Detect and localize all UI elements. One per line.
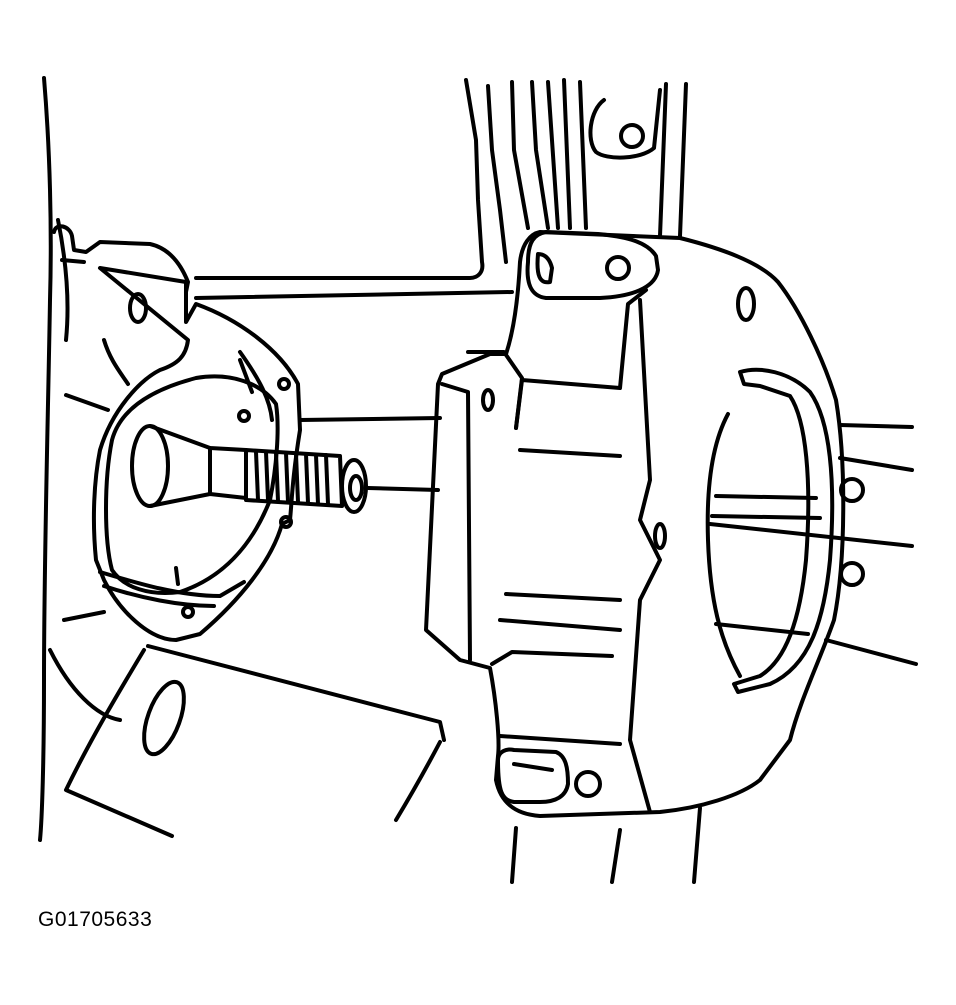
lower-flange-plate bbox=[66, 646, 444, 836]
frame-crossmembers bbox=[300, 418, 916, 664]
frame-rails-upper bbox=[196, 80, 686, 298]
body-panel-left bbox=[40, 78, 120, 840]
adapter-housing bbox=[426, 232, 843, 882]
figure-id-label: G01705633 bbox=[38, 908, 153, 931]
output-shaft bbox=[132, 426, 438, 512]
housing-bore bbox=[708, 370, 912, 692]
extension-housing-plate bbox=[54, 226, 300, 640]
